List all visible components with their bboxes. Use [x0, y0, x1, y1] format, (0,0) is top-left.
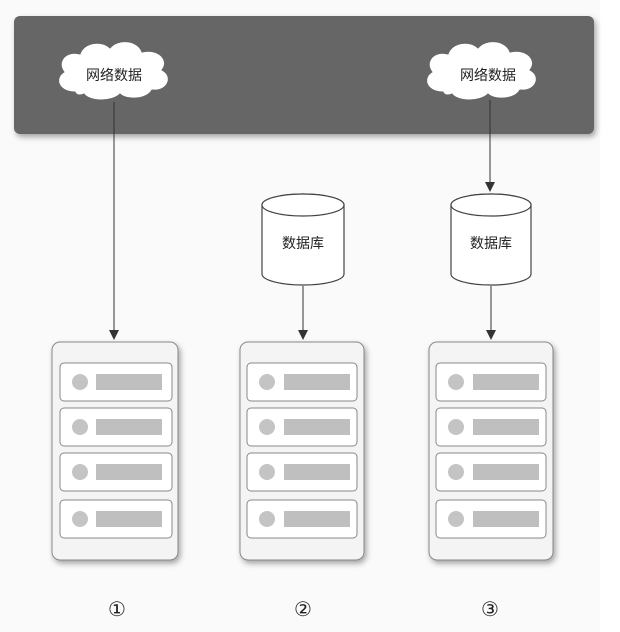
database-top	[261, 193, 345, 217]
step-label-1: ①	[108, 597, 126, 621]
server-slot	[59, 362, 173, 402]
server-3	[428, 341, 554, 561]
database-label-2: 数据库	[282, 236, 324, 252]
server-slot	[435, 452, 547, 492]
database-top	[450, 193, 532, 217]
step-label-2: ②	[294, 597, 312, 621]
server-slot	[435, 499, 547, 539]
cloud-icon	[58, 41, 169, 101]
server-slot	[246, 499, 358, 539]
step-label-3: ③	[481, 597, 499, 621]
cloud-network-data-right: 网络数据	[426, 41, 537, 101]
server-slot	[246, 407, 358, 447]
database-label-3: 数据库	[470, 236, 512, 252]
database-3: 数据库	[450, 193, 532, 286]
right-margin	[600, 0, 620, 632]
server-slot	[246, 452, 358, 492]
cloud-icon	[426, 41, 537, 101]
server-slot	[59, 407, 173, 447]
cloud-network-data-left: 网络数据	[58, 41, 169, 101]
server-1	[51, 341, 179, 561]
server-slot	[59, 499, 173, 539]
server-slot	[246, 362, 358, 402]
server-2	[239, 341, 365, 561]
cloud-label-right: 网络数据	[460, 68, 516, 84]
server-slot	[435, 362, 547, 402]
cloud-label-left: 网络数据	[86, 68, 142, 84]
database-2: 数据库	[261, 193, 345, 286]
server-slot	[59, 452, 173, 492]
server-slot	[435, 407, 547, 447]
network-band	[14, 16, 594, 134]
